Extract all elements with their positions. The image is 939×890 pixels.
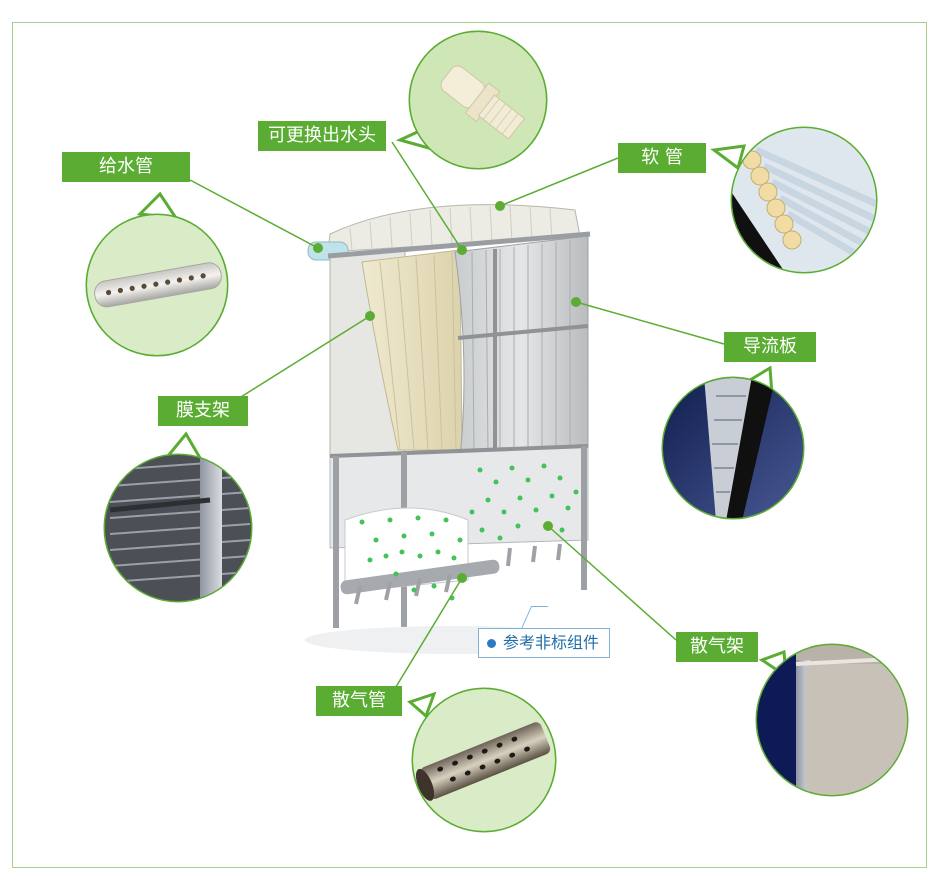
guide-panels xyxy=(454,235,589,459)
label-feed-pipe: 给水管 xyxy=(62,152,190,182)
callout-membrane-frame xyxy=(103,431,253,603)
label-aeration-pipe: 散气管 xyxy=(316,686,402,716)
callout-outlet xyxy=(395,30,548,170)
label-guide-plate: 导流板 xyxy=(724,332,816,362)
label-aeration-frame: 散气架 xyxy=(676,632,758,662)
hose-stripes xyxy=(349,205,553,251)
panel-rail xyxy=(457,324,589,340)
callout-aeration-frame xyxy=(755,643,909,797)
housing-rail xyxy=(329,444,589,458)
bubbles xyxy=(359,463,579,601)
callout-aeration-pipe xyxy=(407,687,557,833)
panel-ribs xyxy=(471,240,571,457)
leader-points xyxy=(313,201,581,583)
bullet-dot-icon xyxy=(487,639,496,648)
callout-feed-pipe xyxy=(85,191,229,357)
leader-lines xyxy=(189,141,725,701)
label-outlet: 可更换出水头 xyxy=(258,121,386,151)
callout-hose xyxy=(710,126,878,274)
note-text: 参考非标组件 xyxy=(503,633,600,652)
non-standard-note: 参考非标组件 xyxy=(478,628,611,658)
aeration-pipe-main xyxy=(340,559,500,595)
label-membrane-frame: 膜支架 xyxy=(158,396,248,426)
membrane-lines xyxy=(379,251,457,451)
label-hose: 软 管 xyxy=(618,143,706,173)
hose-bundle xyxy=(327,204,581,253)
callout-guide-plate xyxy=(661,365,805,520)
membrane-module xyxy=(305,204,605,654)
aeration-nozzles xyxy=(354,543,562,605)
membrane-sheets xyxy=(361,249,463,451)
